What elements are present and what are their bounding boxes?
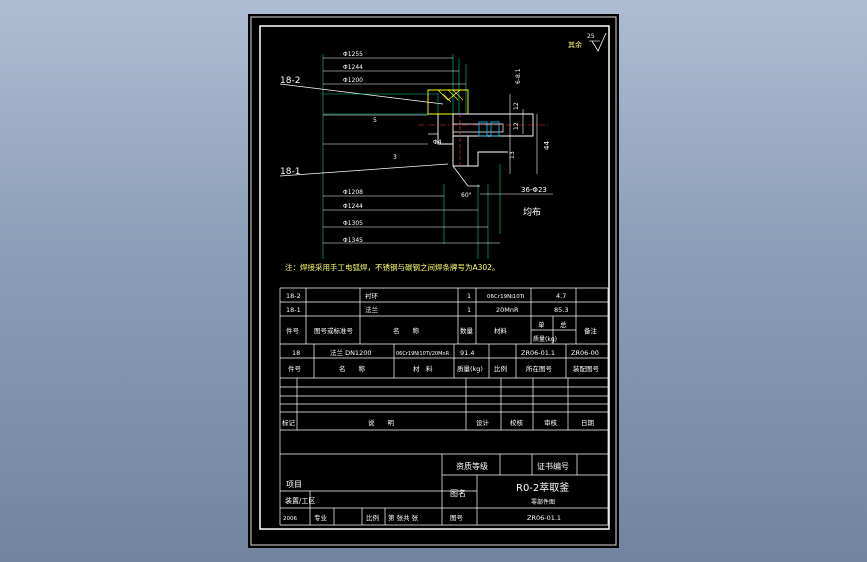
dim-5: 5 <box>373 117 377 124</box>
hole-spec: 36-Φ23 <box>521 186 547 194</box>
bom-row-2-qty: 1 <box>467 306 471 314</box>
title-block: 资质等级 证书编号 项目 装置/工区 图名 R0-2萃取釜 零部件图 2006 … <box>283 461 569 522</box>
callout-18-2: 18-2 <box>280 76 300 86</box>
dim-right-1: 6-8.1 <box>515 68 522 84</box>
callout-18-1: 18-1 <box>280 167 300 177</box>
svg-text:比例: 比例 <box>366 513 379 522</box>
svg-text:项目: 项目 <box>286 480 302 489</box>
svg-text:日期: 日期 <box>581 419 595 427</box>
bom-header-weight: 质量(kg) <box>533 335 557 343</box>
drawing-sheet: 其余 25 Φ1255 Φ1244 Φ1200 Φ1208 Φ1244 Φ130… <box>248 14 619 548</box>
bom-header-remark: 备注 <box>584 326 598 335</box>
assembly-header-no: 件号 <box>288 364 302 373</box>
dim-bottom-1: Φ1208 <box>343 189 363 196</box>
dim-bottom-4: Φ1345 <box>343 237 363 244</box>
bom-header-material: 材料 <box>494 326 508 335</box>
dim-top-3: Φ1200 <box>343 77 363 84</box>
svg-text:审核: 审核 <box>544 418 558 427</box>
bom-table: 18-2 衬环 1 06Cr19Ni10Ti 4.7 18-1 法兰 1 20M… <box>286 291 598 343</box>
dim-right-2: 12 <box>513 102 520 110</box>
dim-bottom-2: Φ1244 <box>343 203 363 210</box>
dim-bottom-3: Φ1305 <box>343 220 363 227</box>
assembly-name: 法兰 DN1200 <box>330 348 371 357</box>
dim-top-2: Φ1244 <box>343 64 363 71</box>
bom-header-name: 名 称 <box>393 326 420 335</box>
weld-note: 注：焊接采用手工电弧焊，不锈钢与碳钢之间焊条牌号为A302。 <box>285 262 499 272</box>
svg-text:装置/工区: 装置/工区 <box>285 496 315 505</box>
drawing-number: ZR06-01.1 <box>527 514 561 522</box>
svg-text:第 张共 张: 第 张共 张 <box>388 513 419 522</box>
svg-text:25: 25 <box>587 33 595 40</box>
svg-text:资质等级: 资质等级 <box>456 461 488 471</box>
bom-row-2-no: 18-1 <box>286 306 301 314</box>
bom-row-1-no: 18-2 <box>286 292 301 300</box>
svg-text:标记: 标记 <box>282 418 296 427</box>
bom-row-1-name: 衬环 <box>365 291 379 300</box>
dim-right-5: 44 <box>543 141 551 150</box>
drawing-title: R0-2萃取釜 <box>516 481 569 494</box>
bom-header-no: 件号 <box>286 326 300 335</box>
title-block-grid <box>279 287 609 526</box>
assembly-material: 06Cr19Ni10Ti/20MnR <box>396 351 450 357</box>
revision-table: 标记 说 明 设计 校核 审核 日期 <box>282 418 595 427</box>
bom-row-1-qty: 1 <box>467 292 471 300</box>
assembly-header-upper: 装配图号 <box>573 364 600 373</box>
svg-text:2006: 2006 <box>283 516 297 522</box>
assembly-header-name: 名 称 <box>339 364 366 373</box>
assembly-drawing: ZR06-01.1 <box>521 349 555 357</box>
bom-row-1-weight: 4.7 <box>556 292 566 300</box>
assembly-header-weight: 质量(kg) <box>457 364 483 373</box>
hole-note: 均布 <box>523 206 541 218</box>
dim-phi4: Φ4 <box>433 139 442 146</box>
svg-text:图号: 图号 <box>450 514 464 522</box>
bom-header-qty: 数量 <box>460 326 474 335</box>
dim-angle: 60° <box>461 192 472 199</box>
dim-top-1: Φ1255 <box>343 51 363 58</box>
assembly-header-drawing: 所在图号 <box>526 364 553 373</box>
dim-right-4: 13 <box>509 151 516 159</box>
svg-text:图名: 图名 <box>450 488 466 498</box>
flange-section: Φ1255 Φ1244 Φ1200 Φ1208 Φ1244 Φ1305 Φ134… <box>279 51 553 259</box>
assembly-header-material: 材 料 <box>413 364 433 373</box>
bom-header-unit: 单 <box>538 320 545 329</box>
bom-row-1-material: 06Cr19Ni10Ti <box>487 294 525 300</box>
assembly-table: 18 法兰 DN1200 06Cr19Ni10Ti/20MnR 91.4 ZR0… <box>288 348 600 373</box>
svg-text:其余: 其余 <box>568 40 582 49</box>
assembly-no: 18 <box>292 349 300 357</box>
svg-text:设计: 设计 <box>476 418 490 427</box>
svg-text:证书编号: 证书编号 <box>537 461 569 471</box>
assembly-header-scale: 比例 <box>494 364 507 373</box>
svg-text:专业: 专业 <box>314 513 328 522</box>
assembly-weight: 91.4 <box>460 349 474 357</box>
bom-row-2-name: 法兰 <box>365 305 379 314</box>
bom-row-2-weight: 85.3 <box>554 306 568 314</box>
roughness-symbol: 其余 25 <box>568 32 607 52</box>
svg-text:校核: 校核 <box>510 418 524 427</box>
svg-text:说 明: 说 明 <box>368 418 395 427</box>
outer-frame <box>250 16 617 546</box>
dim-3: 3 <box>393 154 397 161</box>
drawing-canvas: 其余 25 Φ1255 Φ1244 Φ1200 Φ1208 Φ1244 Φ130… <box>250 16 617 546</box>
bom-row-2-material: 20MnR <box>496 306 519 314</box>
dim-right-3: 12 <box>513 122 520 130</box>
bom-header-total: 总 <box>560 320 567 329</box>
assembly-upper: ZR06-00 <box>571 349 599 357</box>
bom-header-drawing-no: 图号或标准号 <box>314 326 354 335</box>
svg-text:零部件图: 零部件图 <box>531 498 555 506</box>
inner-frame <box>259 25 610 530</box>
